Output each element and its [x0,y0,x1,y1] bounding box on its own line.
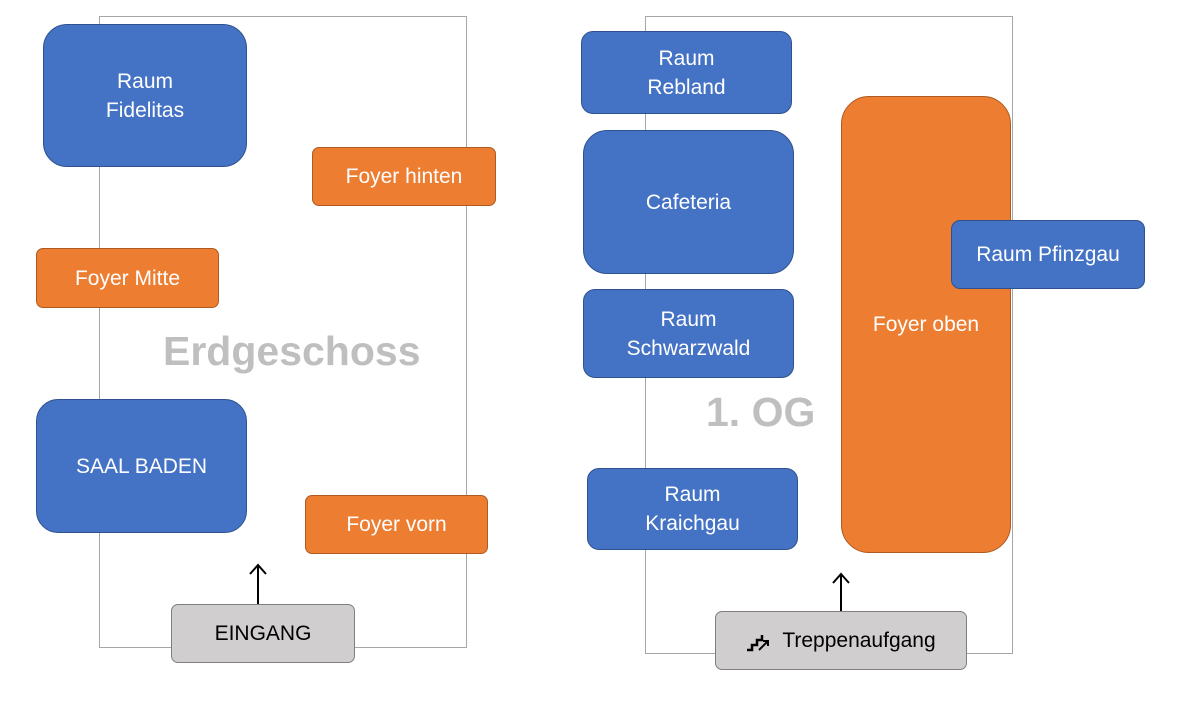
room-schwarzwald: Raum Schwarzwald [583,289,794,378]
foyer-vorn: Foyer vorn [305,495,488,554]
room-cafeteria: Cafeteria [583,130,794,274]
room-pfinzgau: Raum Pfinzgau [951,220,1145,289]
foyer-oben: Foyer oben [841,96,1011,553]
stairs-box: Treppenaufgang [715,611,967,670]
foyer-mitte: Foyer Mitte [36,248,219,308]
room-rebland: Raum Rebland [581,31,792,114]
stairs-label: Treppenaufgang [782,629,936,652]
og-label: 1. OG [706,389,816,435]
room-fidelitas: Raum Fidelitas [43,24,247,167]
entrance-arrow [249,563,267,610]
room-kraichgau: Raum Kraichgau [587,468,798,550]
room-saal-baden: SAAL BADEN [36,399,247,533]
entrance-box: EINGANG [171,604,355,663]
erdgeschoss-label: Erdgeschoss [163,328,421,374]
stairs-icon [747,634,770,651]
foyer-hinten: Foyer hinten [312,147,496,206]
